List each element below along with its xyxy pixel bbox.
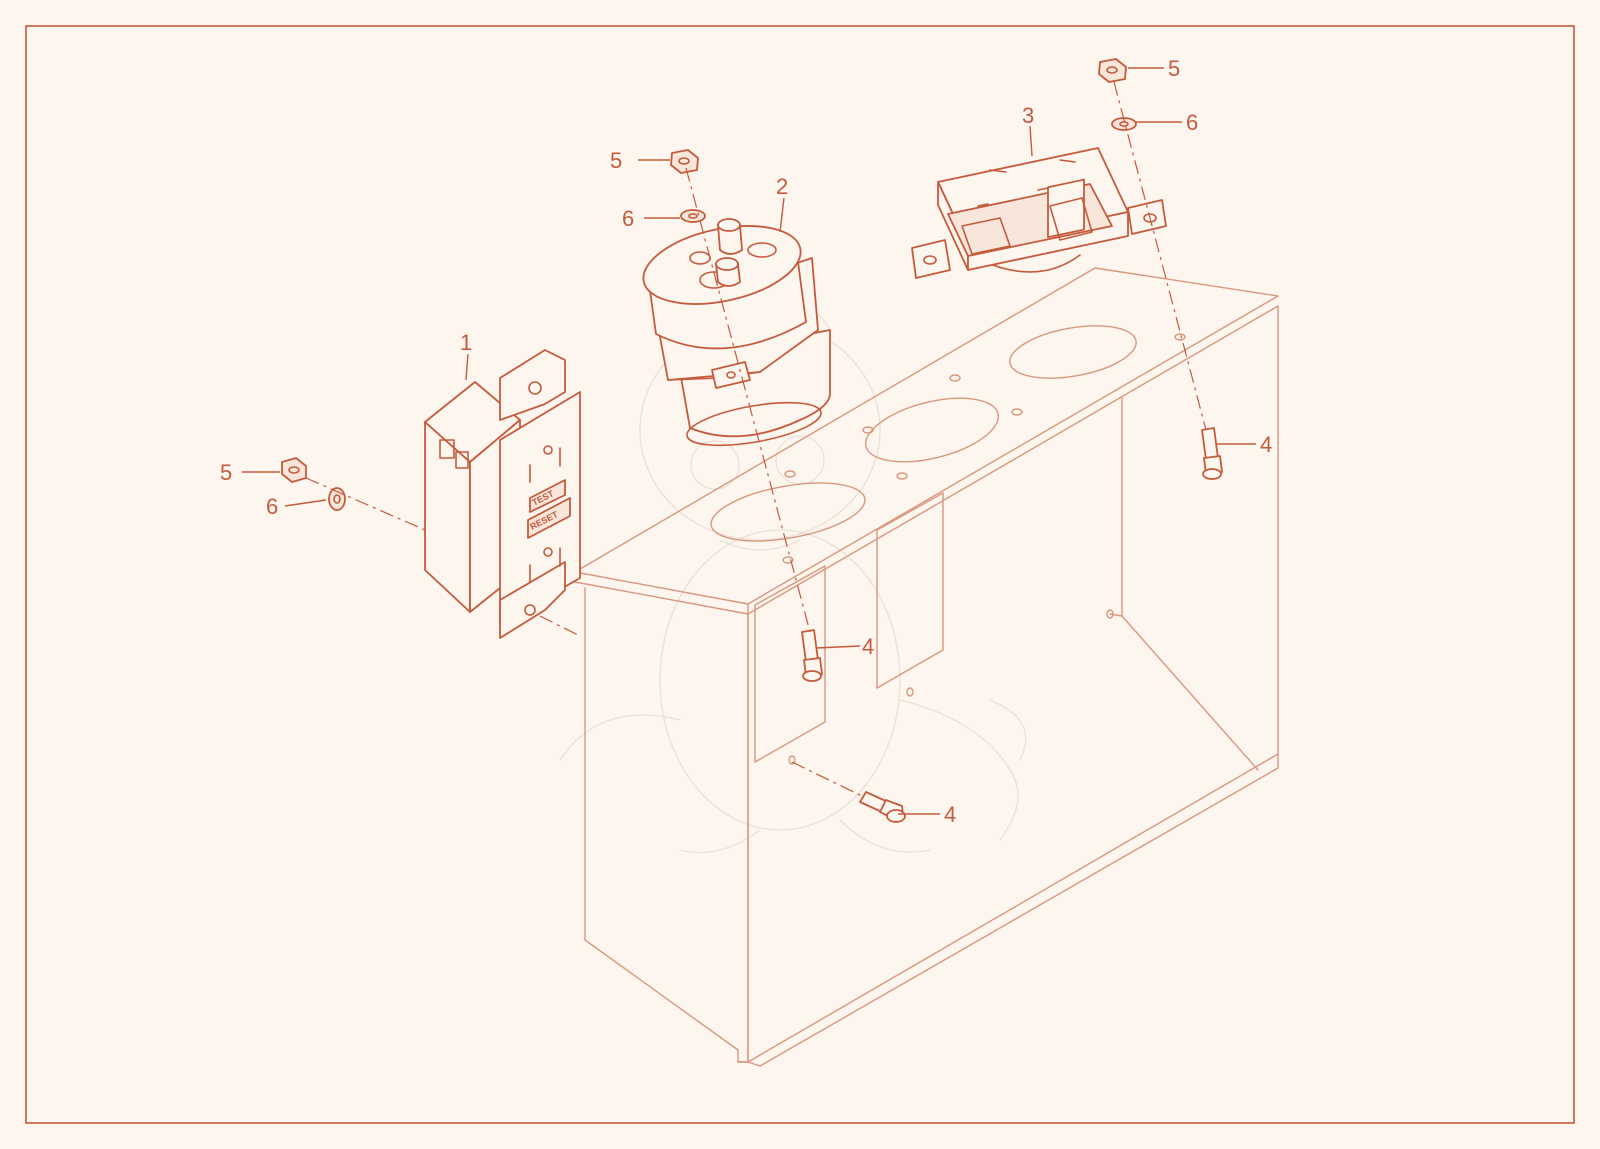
callout-1: 1 bbox=[460, 330, 472, 355]
callout-3: 3 bbox=[1022, 103, 1034, 128]
callout-5-right: 5 bbox=[1168, 56, 1180, 81]
callout-6-left: 6 bbox=[266, 494, 278, 519]
screw-icon bbox=[859, 791, 906, 823]
washer-icon bbox=[1111, 117, 1137, 131]
callout-numbers: 1 2 3 4 4 4 5 5 5 6 6 6 bbox=[220, 56, 1272, 827]
washer-icon bbox=[680, 209, 706, 223]
hex-nut-icon bbox=[670, 149, 699, 174]
hex-nut-icon bbox=[281, 457, 307, 483]
screw-icon bbox=[1201, 427, 1223, 480]
callout-4-right: 4 bbox=[1260, 432, 1272, 457]
hex-nut-icon bbox=[1098, 58, 1127, 83]
callout-4-middle: 4 bbox=[862, 634, 874, 659]
item-3-rectangular-receptacle bbox=[911, 147, 1167, 279]
screw-icon bbox=[801, 629, 823, 682]
leader-lines bbox=[242, 67, 1256, 815]
enclosure-box bbox=[574, 267, 1279, 1067]
callout-2: 2 bbox=[776, 174, 788, 199]
callout-5-left: 5 bbox=[220, 460, 232, 485]
callout-5-middle: 5 bbox=[610, 148, 622, 173]
item-2-twist-lock-receptacle bbox=[642, 218, 831, 447]
callout-6-middle: 6 bbox=[622, 206, 634, 231]
callout-6-right: 6 bbox=[1186, 110, 1198, 135]
drawing-frame bbox=[25, 25, 1575, 1124]
callout-4-front: 4 bbox=[944, 802, 956, 827]
assembly-axis-lines bbox=[305, 81, 1207, 797]
hardware-nuts bbox=[281, 58, 1127, 483]
item-1-gfci-receptacle: TEST RESET bbox=[424, 349, 581, 639]
hardware-screws bbox=[801, 427, 1223, 823]
